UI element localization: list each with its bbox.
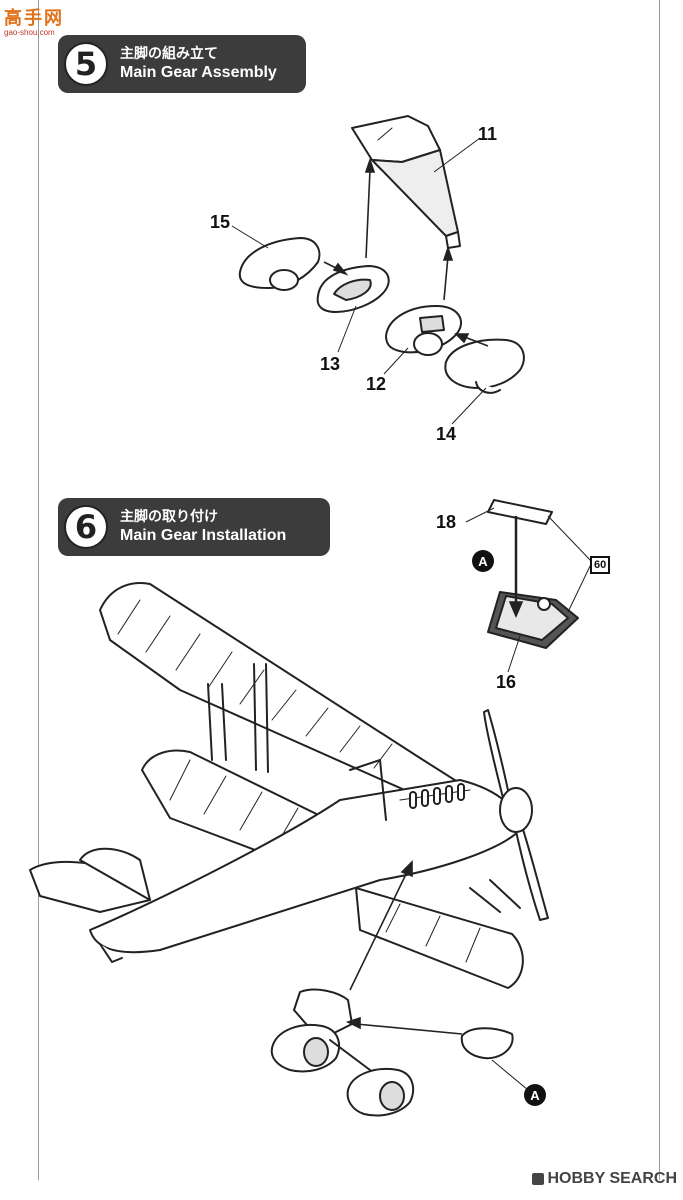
- propeller: [483, 709, 549, 921]
- step-5-header: 5 主脚の組み立て Main Gear Assembly: [58, 35, 306, 93]
- watermark-icon: [531, 1173, 544, 1185]
- step-6-number: 6: [64, 505, 108, 549]
- gear-cover-part: [460, 1027, 514, 1060]
- tail: [29, 847, 151, 963]
- part-15-spat: [238, 237, 321, 291]
- page-frame: [38, 0, 660, 1180]
- reference-marker-a-bottom: A: [524, 1084, 546, 1106]
- main-gear-assembly: [270, 988, 415, 1117]
- step-6-header: 6 主脚の取り付け Main Gear Installation: [58, 498, 330, 556]
- part-label-12: 12: [366, 374, 387, 394]
- step-5-title-en: Main Gear Assembly: [120, 63, 277, 81]
- part-label-11: 11: [478, 124, 498, 144]
- part-label-60: 60: [590, 556, 611, 574]
- part-18-plate: [487, 499, 553, 525]
- wing-struts: [207, 663, 521, 913]
- site-logo: 高手网 gao-shou.com: [4, 4, 70, 38]
- hobby-search-watermark: HOBBY SEARCH: [531, 1170, 678, 1188]
- part-14-spat: [444, 338, 525, 394]
- part-label-13: 13: [320, 354, 341, 374]
- step-5-title-jp: 主脚の組み立て: [120, 46, 218, 62]
- part-label-15: 15: [210, 212, 231, 232]
- logo-text: 高手网: [4, 8, 64, 29]
- part-label-18: 18: [436, 512, 457, 532]
- arrows: [231, 137, 593, 1091]
- part-13-frame: [316, 265, 390, 313]
- step-6-title-en: Main Gear Installation: [120, 526, 287, 544]
- reference-marker-a-top: A: [472, 550, 494, 572]
- part-label-14: 14: [436, 424, 457, 444]
- part-11-fairing: [351, 115, 461, 249]
- step-5-number: 5: [64, 42, 108, 86]
- part-12-spat: [385, 305, 463, 356]
- part-16-mount: [487, 591, 579, 649]
- logo-url: gao-shou.com: [4, 28, 55, 37]
- watermark-text: HOBBY SEARCH: [547, 1170, 678, 1187]
- step-6-title-jp: 主脚の取り付け: [120, 509, 218, 525]
- part-label-16: 16: [496, 672, 517, 692]
